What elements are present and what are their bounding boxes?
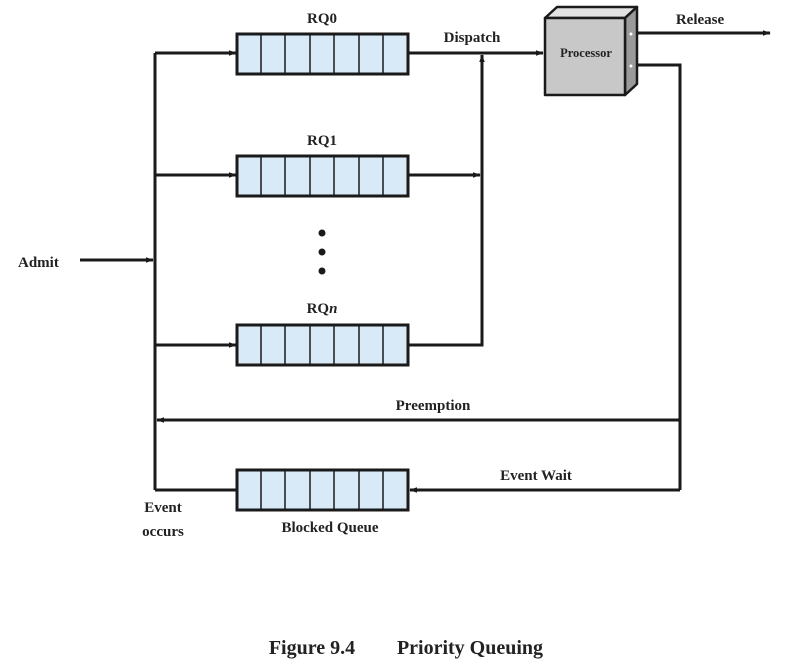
ellipsis-dots: [318, 229, 326, 275]
processor-label: Processor: [560, 46, 612, 60]
rqn-queue: [235, 323, 410, 367]
blocked-queue-label: Blocked Queue: [281, 520, 378, 536]
dispatch-label: Dispatch: [444, 30, 501, 46]
release-label: Release: [676, 12, 725, 28]
rqn-label: RQn: [307, 301, 338, 317]
rq0-label: RQ0: [307, 11, 337, 27]
rqn-label-suffix: n: [329, 301, 337, 317]
figure-title: Priority Queuing: [397, 637, 543, 659]
rqn-label-prefix: RQ: [307, 301, 330, 317]
figure-number: Figure 9.4: [269, 637, 355, 659]
processor-box: [543, 5, 639, 97]
rq1-label: RQ1: [307, 133, 337, 149]
processor-top-face: [543, 5, 639, 20]
event-occurs-label-line1: Event: [144, 500, 182, 516]
preemption-label: Preemption: [396, 398, 471, 414]
rq0-queue: [235, 32, 410, 76]
admit-label: Admit: [18, 255, 59, 271]
blocked-queue: [235, 468, 410, 512]
event-wait-label: Event Wait: [500, 468, 572, 484]
rqn-output-path: [408, 54, 485, 347]
flow-lines: [80, 30, 771, 493]
event-occurs-label-line2: occurs: [142, 524, 184, 540]
processor-side-face: [623, 5, 639, 97]
processor-return-path: [628, 63, 682, 490]
processor-front-face: [543, 16, 627, 97]
rq1-queue: [235, 154, 410, 198]
